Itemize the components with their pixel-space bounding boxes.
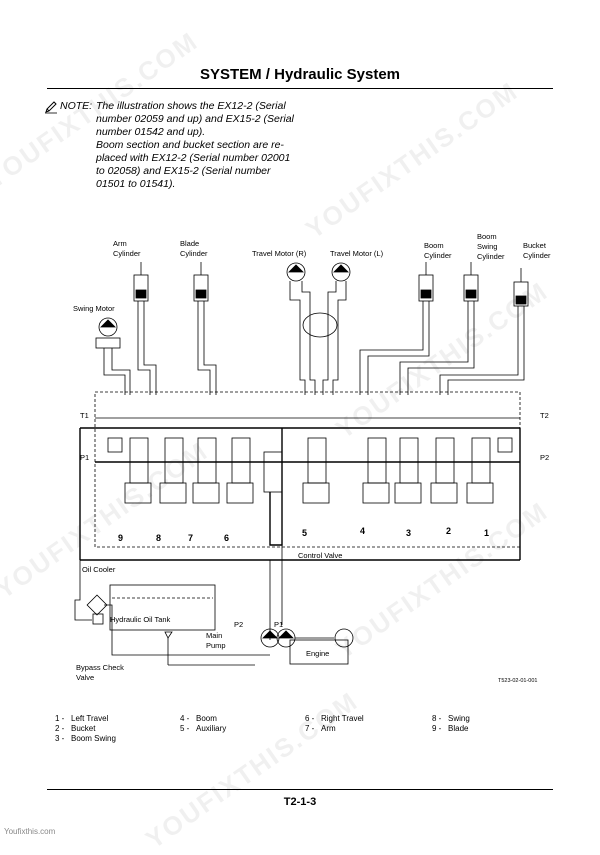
arm-cylinder-label: Arm — [113, 239, 127, 248]
main-pump-symbol — [260, 628, 334, 648]
figure-id: T523-02-01-001 — [498, 678, 537, 684]
section-number: 7 — [188, 533, 193, 543]
pencil-note-icon — [45, 101, 57, 114]
section-number: 9 — [118, 533, 123, 543]
blade-cylinder-label: Blade — [180, 239, 199, 248]
blade-cylinder-symbol — [193, 262, 209, 302]
bucket-cylinder-label: Cylinder — [523, 251, 551, 260]
section-number: 1 — [484, 528, 489, 538]
header-rule — [47, 88, 553, 89]
boom-swing-cylinder-symbol — [463, 262, 479, 302]
note-line: Boom section and bucket section are re- — [96, 139, 284, 151]
p1-pump-label: P1 — [274, 620, 283, 629]
p2-pump-label: P2 — [234, 620, 243, 629]
bypass-check-valve-label: Valve — [76, 673, 94, 682]
section-number: 5 — [302, 528, 307, 538]
legend-item: 9 -Blade — [432, 724, 469, 733]
bypass-check-valve-label: Bypass Check — [76, 663, 124, 672]
travel-motor-r-symbol — [286, 262, 306, 282]
travel-motor-l-label: Travel Motor (L) — [330, 249, 384, 258]
p2-label: P2 — [540, 453, 549, 462]
legend-item: 2 -Bucket — [55, 724, 96, 733]
section-number: 2 — [446, 526, 451, 536]
boom-cylinder-label: Boom — [424, 241, 444, 250]
footer-rule — [47, 789, 553, 790]
section-number: 8 — [156, 533, 161, 543]
main-pump-label: Pump — [206, 641, 226, 650]
arm-cylinder-label: Cylinder — [113, 249, 141, 258]
travel-motor-l-symbol — [331, 262, 351, 282]
section-number: 3 — [406, 528, 411, 538]
note-label: NOTE: — [60, 100, 93, 112]
legend-item: 7 -Arm — [305, 724, 336, 733]
boom-swing-cylinder-label: Swing — [477, 242, 497, 251]
main-pump-label: Main — [206, 631, 222, 640]
legend-item: 6 -Right Travel — [305, 714, 364, 723]
bucket-cylinder-symbol — [513, 268, 529, 307]
control-valve-label: Control Valve — [298, 551, 342, 560]
site-footer: Youfixthis.com — [4, 827, 56, 836]
page-number: T2-1-3 — [283, 796, 317, 808]
oil-cooler-label: Oil Cooler — [82, 565, 116, 574]
boom-cylinder-label: Cylinder — [424, 251, 452, 260]
blade-cylinder-label: Cylinder — [180, 249, 208, 258]
legend-item: 8 -Swing — [432, 714, 470, 723]
bucket-cylinder-label: Bucket — [523, 241, 547, 250]
note-line: to 02058) and EX15-2 (Serial number — [96, 165, 271, 177]
section-number: 4 — [360, 526, 365, 536]
note-line: The illustration shows the EX12-2 (Seria… — [96, 100, 286, 112]
boom-swing-cylinder-label: Cylinder — [477, 252, 505, 261]
arm-cylinder-symbol — [133, 262, 149, 302]
t2-label: T2 — [540, 411, 549, 420]
section-number: 6 — [224, 533, 229, 543]
t1-label: T1 — [80, 411, 89, 420]
legend-item: 4 -Boom — [180, 714, 217, 723]
note-line: placed with EX12-2 (Serial number 02001 — [96, 152, 291, 164]
valve-spools — [107, 437, 513, 504]
legend-item: 1 -Left Travel — [55, 714, 109, 723]
page-title: SYSTEM / Hydraulic System — [199, 66, 401, 83]
swing-motor-symbol — [95, 317, 121, 349]
legend-item: 3 -Boom Swing — [55, 734, 116, 743]
engine-label: Engine — [306, 649, 329, 658]
p1-label: P1 — [80, 453, 89, 462]
legend-item: 5 -Auxiliary — [180, 724, 227, 733]
engine-symbol — [289, 628, 354, 665]
note-line: 01501 to 01541). — [96, 178, 176, 190]
hydraulic-oil-tank-label: Hydraulic Oil Tank — [110, 615, 171, 624]
swing-motor-label: Swing Motor — [73, 304, 115, 313]
note-line: number 02059 and up) and EX15-2 (Serial — [96, 113, 294, 125]
travel-motor-r-label: Travel Motor (R) — [252, 249, 307, 258]
note-line: number 01542 and up). — [96, 126, 206, 138]
boom-swing-cylinder-label: Boom — [477, 232, 497, 241]
boom-cylinder-symbol — [418, 262, 434, 302]
